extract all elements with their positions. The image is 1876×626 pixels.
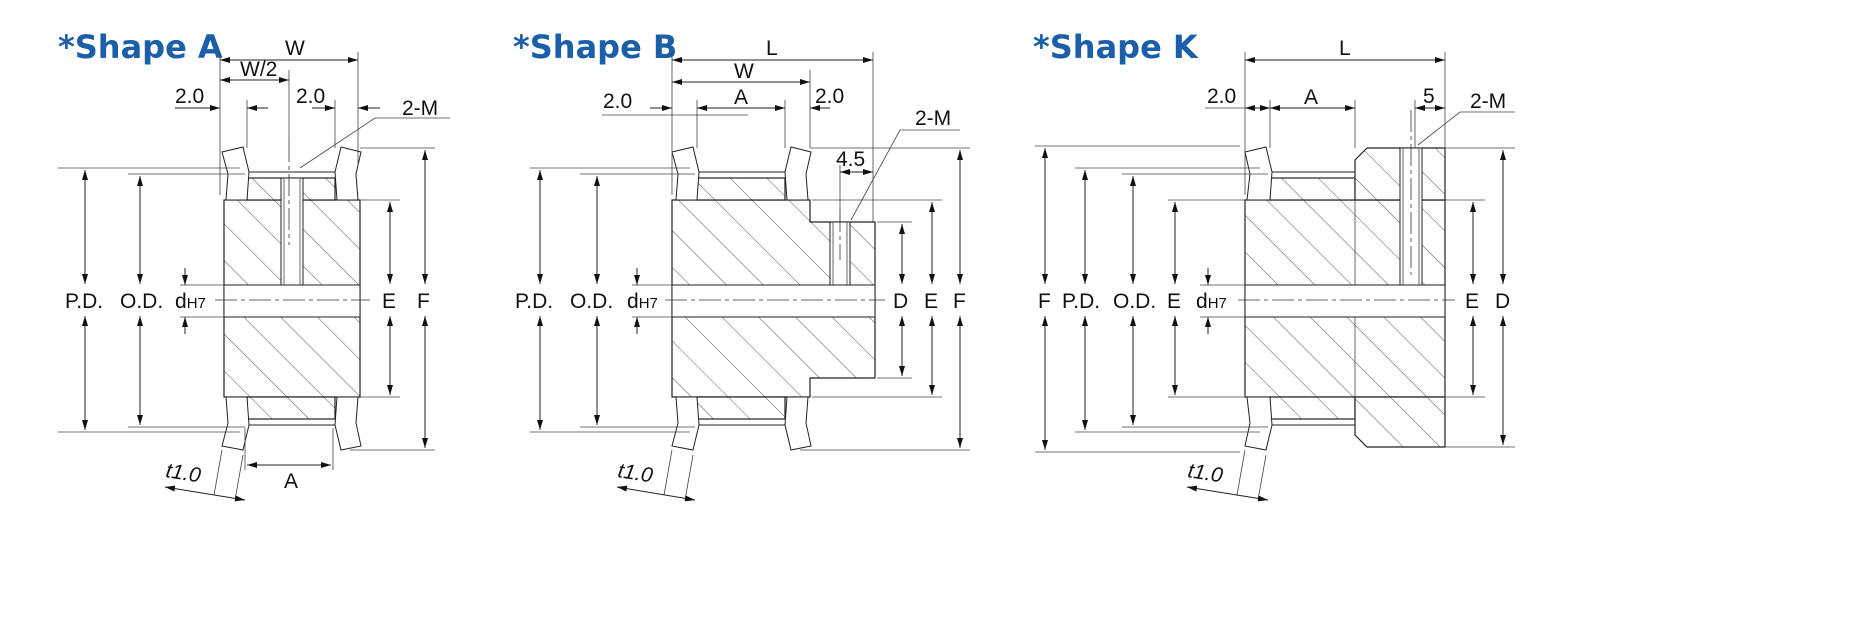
- shape-a-flange: [221, 146, 250, 201]
- dim-e-left-label: E: [1167, 290, 1181, 313]
- shape-a-flange: [221, 396, 250, 451]
- dim-a-label: A: [284, 470, 298, 493]
- shape-a: *Shape A W W/2 2.0 2.0 2-M: [58, 28, 450, 502]
- dim-d-label: dH7: [1196, 290, 1227, 313]
- dim-d-label: dH7: [627, 290, 658, 313]
- dim-w-label: W: [285, 37, 305, 60]
- shape-k-bore: [1244, 284, 1446, 318]
- dim-hole-offset-label: 5: [1423, 85, 1435, 108]
- shape-k-groove-bottom: [1269, 396, 1356, 420]
- dim-hub-d-label: D: [1495, 290, 1510, 313]
- shape-b: *Shape B L W A 2.0 2.0: [513, 28, 970, 502]
- shape-k-groove-top: [1269, 177, 1356, 201]
- dim-f-label: F: [1038, 290, 1051, 313]
- dim-thickness-label: t1.0: [1186, 459, 1225, 487]
- dim-od-label: O.D.: [120, 290, 163, 313]
- dim-gap-left-label: 2.0: [175, 85, 204, 108]
- dim-od-label: O.D.: [570, 290, 613, 313]
- dim-e-label: E: [382, 290, 396, 313]
- dim-gap-right-label: 2.0: [815, 85, 844, 108]
- shape-b-flange: [784, 146, 812, 201]
- dim-hub-d-label: D: [893, 290, 908, 313]
- dim-od-label: O.D.: [1113, 290, 1156, 313]
- tap-m-label: 2-M: [402, 97, 438, 120]
- tap-m-label: 2-M: [915, 107, 951, 130]
- dim-w-half-label: W/2: [240, 58, 277, 81]
- dim-thickness-label: t1.0: [164, 459, 203, 487]
- dim-d-label: dH7: [175, 290, 206, 313]
- dim-thickness-label: t1.0: [616, 459, 655, 487]
- dim-w-label: W: [734, 60, 754, 83]
- dim-l-label: L: [1339, 37, 1351, 60]
- dim-l-label: L: [766, 37, 778, 60]
- shape-a-groove-bottom: [246, 396, 336, 420]
- shape-b-groove-top: [696, 177, 786, 201]
- dim-e-label: E: [924, 290, 938, 313]
- shape-b-bore: [671, 284, 876, 318]
- dim-pd-label: P.D.: [1062, 290, 1100, 313]
- shape-b-groove-bottom: [696, 396, 786, 420]
- shape-k-flange: [1244, 396, 1273, 451]
- dim-e-right-label: E: [1465, 290, 1479, 313]
- dim-gap-left-label: 2.0: [1207, 85, 1236, 108]
- shape-k: *Shape K L A 2.0 5 2-M: [1033, 28, 1515, 502]
- dim-a-label: A: [1304, 86, 1318, 109]
- shape-k-flange: [1244, 146, 1273, 201]
- shape-b-flange: [784, 396, 812, 451]
- shape-b-flange: [671, 146, 700, 201]
- dim-gap-right-label: 2.0: [296, 85, 325, 108]
- shape-a-bore: [223, 284, 361, 318]
- dim-f-label: F: [417, 290, 430, 313]
- dim-f-label: F: [953, 290, 966, 313]
- shape-a-flange: [334, 146, 362, 201]
- shape-k-title: *Shape K: [1033, 28, 1199, 66]
- dim-hub-gap-label: 4.5: [836, 148, 865, 171]
- dim-pd-label: P.D.: [65, 290, 103, 313]
- shape-a-setscrew-hole: [280, 177, 304, 286]
- dim-a-label: A: [734, 86, 748, 109]
- shape-a-flange: [334, 396, 362, 451]
- shape-k-hub-bottom: [1354, 396, 1446, 448]
- dim-gap-left-label: 2.0: [603, 90, 632, 113]
- dim-pd-label: P.D.: [515, 290, 553, 313]
- shape-b-title: *Shape B: [513, 28, 677, 66]
- shape-a-title: *Shape A: [58, 28, 223, 66]
- shape-b-flange: [671, 396, 700, 451]
- tap-m-label: 2-M: [1470, 90, 1506, 113]
